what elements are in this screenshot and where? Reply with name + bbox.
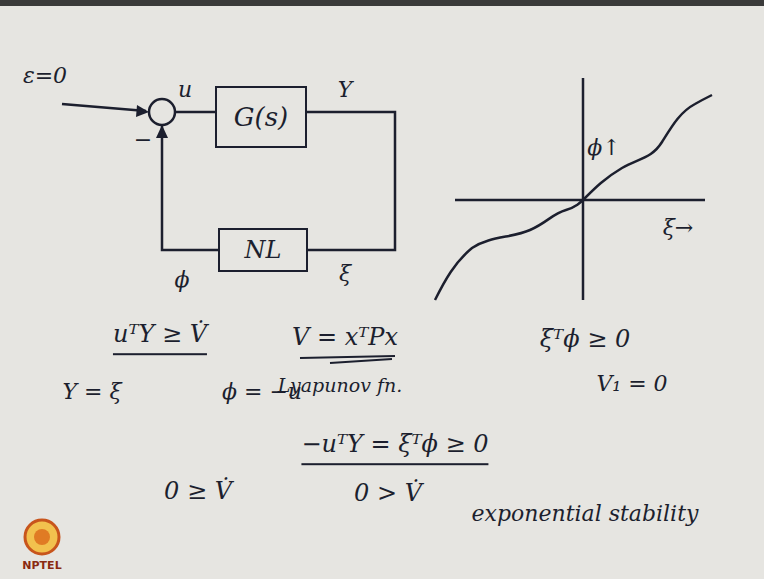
equation: 0 ≥ V̇ (164, 478, 232, 506)
equation: V₁ = 0 (596, 371, 667, 396)
scribble (300, 356, 395, 363)
logo-text: NPTEL (22, 560, 61, 573)
equation: ϕ = −u (222, 379, 302, 404)
y-axis (582, 78, 585, 300)
input-arrow (62, 104, 146, 111)
signal-wire-group (156, 112, 218, 250)
box-label: NL (245, 237, 282, 263)
equation: ξᵀϕ ≥ 0 (540, 326, 630, 354)
logo-core (34, 529, 50, 545)
signal-wire-group (307, 112, 395, 250)
equation: Y = ξ (62, 379, 121, 404)
summing-junction (149, 99, 175, 125)
equation: 0 > V̇ (354, 480, 422, 508)
logo-ring (25, 520, 59, 554)
signal-name: ϕ (175, 267, 190, 292)
equation: V = xᵀPx (292, 324, 398, 352)
top-strip (0, 0, 764, 6)
process-box: G(s) (215, 86, 307, 148)
box-label: G(s) (234, 103, 288, 132)
axis-label: ξ→ (663, 215, 694, 240)
nonlinearity-curve (435, 95, 712, 300)
input-arrowhead (136, 105, 149, 117)
nptel-logo (25, 520, 59, 554)
signal-name: Y (338, 77, 353, 102)
signal-wire (162, 112, 218, 250)
axis-label: ϕ↑ (587, 135, 620, 160)
sign-label: − (134, 127, 152, 152)
signal-name: u (178, 77, 192, 102)
input-label: ε=0 (23, 63, 67, 88)
equation: uᵀY ≥ V̇ (113, 321, 207, 355)
note: exponential stability (472, 501, 699, 526)
signal-name: ξ (339, 261, 351, 286)
x-axis (455, 199, 705, 202)
signal-wire (307, 112, 395, 250)
arrow-head (156, 125, 168, 138)
equation: −uᵀY = ξᵀϕ ≥ 0 (301, 431, 488, 465)
process-box: NL (218, 228, 308, 272)
